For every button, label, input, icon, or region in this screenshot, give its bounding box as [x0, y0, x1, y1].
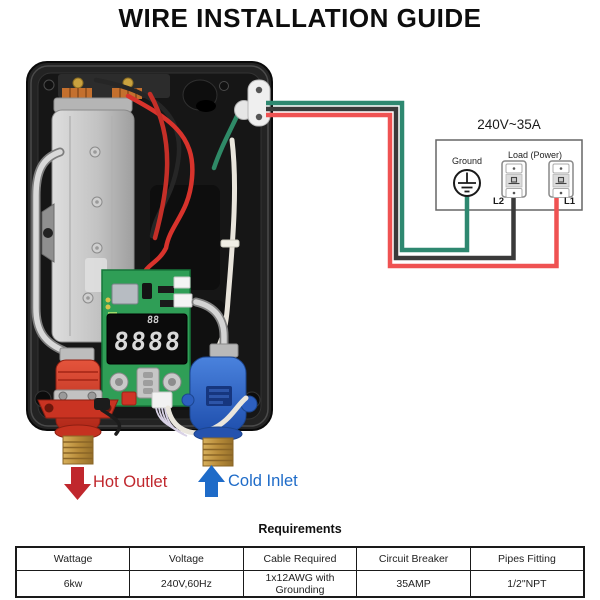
breaker-l1	[548, 160, 574, 198]
value-wattage: 6kw	[15, 570, 131, 598]
signal-wires	[155, 407, 188, 437]
hot-outlet-thread	[62, 435, 94, 465]
heater-unit	[26, 61, 273, 467]
wire-l1	[266, 112, 559, 269]
corner-screw	[43, 79, 55, 91]
ground-symbol-icon	[453, 169, 481, 197]
cold-inlet-arrow-icon	[198, 465, 225, 497]
requirements-header-row: Wattage Voltage Cable Required Circuit B…	[15, 546, 585, 571]
panel-rating-label: 240V~35A	[477, 117, 541, 132]
value-breaker: 35AMP	[356, 570, 471, 598]
pcb-connector	[173, 293, 193, 308]
heater-case-bevel	[30, 65, 269, 427]
wire-l2	[266, 106, 516, 261]
cable-tie	[220, 239, 240, 248]
cold-inlet-fitting	[165, 297, 258, 467]
display-main-digits: 8888	[112, 327, 184, 356]
breaker-l2	[501, 160, 527, 198]
cold-inlet-thread	[202, 437, 234, 467]
white-connector	[151, 391, 173, 409]
header-cable: Cable Required	[242, 546, 358, 571]
header-voltage: Voltage	[129, 546, 244, 571]
value-voltage: 240V,60Hz	[129, 570, 244, 598]
cold-inlet-label: Cold Inlet	[228, 472, 298, 490]
internal-pipe-left	[31, 147, 75, 359]
wire-ground	[266, 100, 470, 253]
requirements-title: Requirements	[258, 522, 342, 536]
case-recess	[150, 185, 220, 290]
ground-label: Ground	[451, 156, 483, 166]
header-breaker: Circuit Breaker	[356, 546, 471, 571]
value-pipes: 1/2"NPT	[469, 570, 585, 598]
relay	[111, 283, 139, 305]
choke-cylinder	[182, 79, 218, 112]
header-wattage: Wattage	[15, 546, 131, 571]
header-pipes: Pipes Fitting	[469, 546, 585, 571]
display-small-digits: 88	[146, 315, 160, 326]
supply-wires	[266, 100, 559, 269]
hot-outlet-arrow-icon	[64, 467, 91, 500]
page-title: WIRE INSTALLATION GUIDE	[118, 3, 482, 33]
l2-label: L2	[493, 196, 505, 207]
led-display	[106, 313, 188, 365]
value-cable: 1x12AWG with Grounding	[242, 570, 358, 598]
l1-label: L1	[564, 196, 576, 207]
hot-outlet-fitting	[37, 347, 122, 465]
requirements-value-row: 6kw 240V,60Hz 1x12AWG with Grounding 35A…	[15, 570, 585, 598]
corner-screw	[219, 81, 229, 91]
load-power-label: Load (Power)	[507, 150, 563, 160]
control-pcb	[101, 269, 193, 437]
red-connector	[121, 391, 137, 406]
thermostat	[94, 398, 110, 410]
pcb-connector	[173, 276, 191, 289]
hot-outlet-label: Hot Outlet	[93, 473, 168, 491]
requirements-table: Wattage Voltage Cable Required Circuit B…	[15, 546, 585, 598]
cable-gland	[234, 79, 271, 127]
